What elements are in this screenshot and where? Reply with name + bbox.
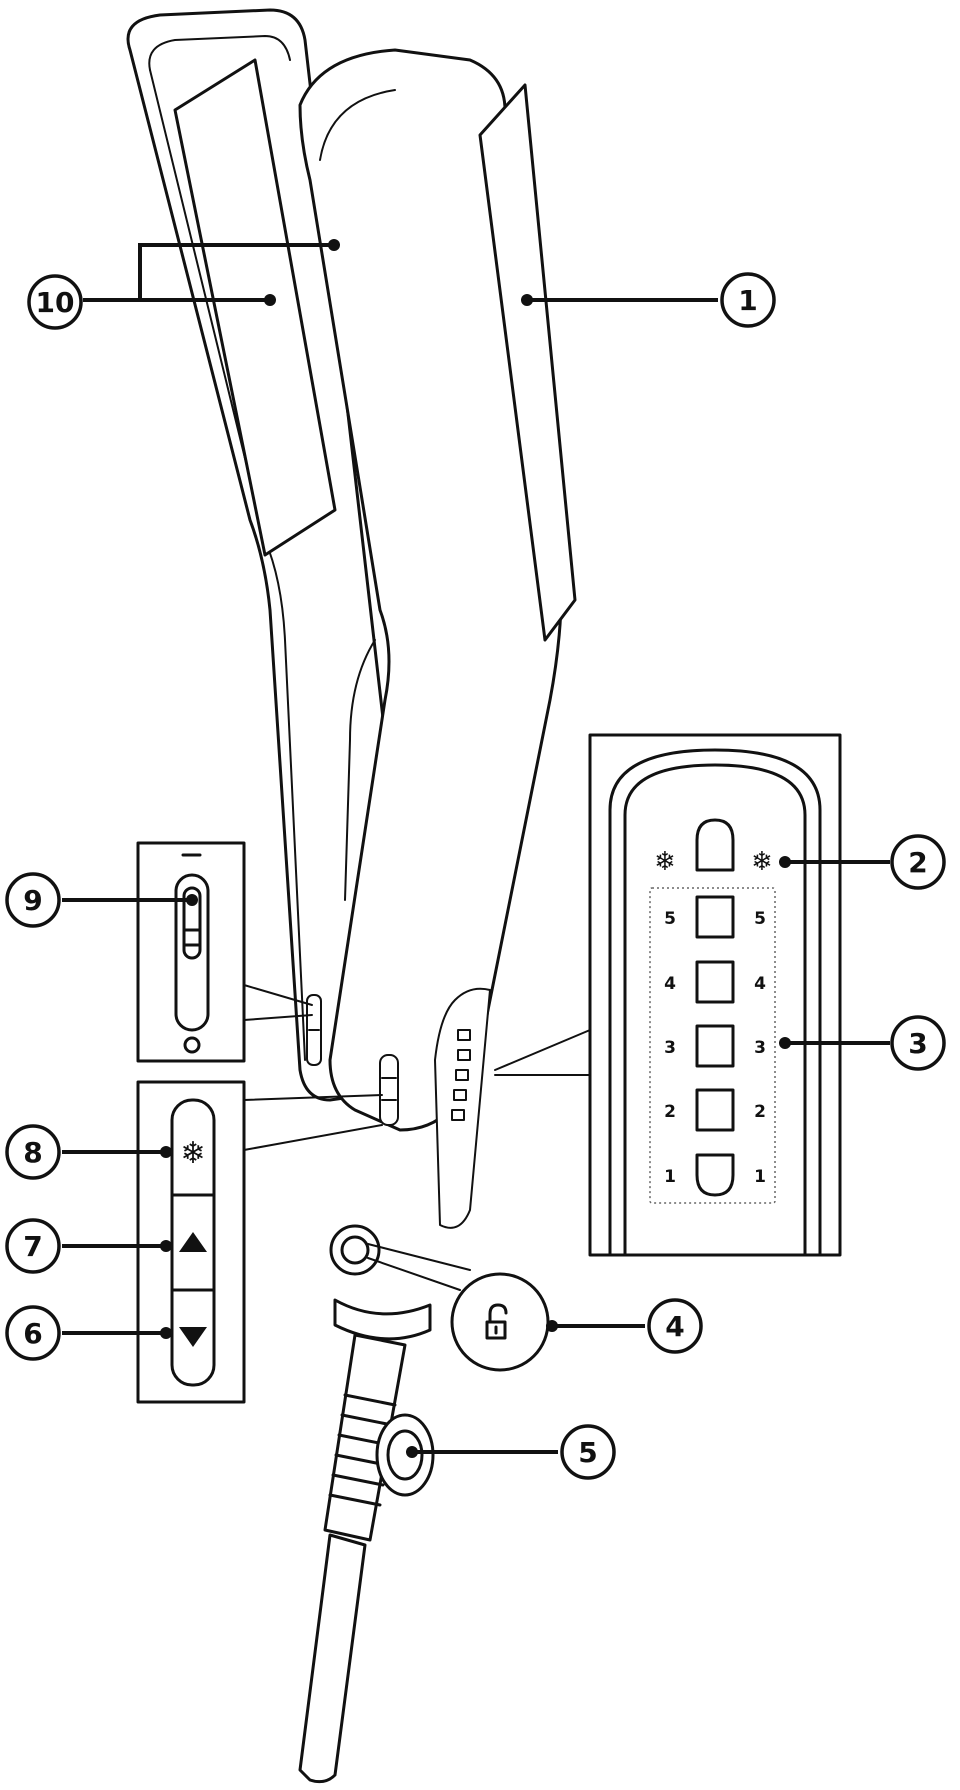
- lock-magnifier: [367, 1243, 550, 1372]
- callout-label-5: 5: [578, 1436, 597, 1469]
- callout-badge-7: 7: [5, 1218, 61, 1274]
- front-heating-plate: [478, 83, 577, 642]
- back-heating-plate: [173, 58, 337, 557]
- display-inset: ❄ ❄ 5 4 3 2 1 5 4 3 2 1: [494, 733, 842, 1257]
- level-label-left-3: 3: [664, 1038, 676, 1058]
- triangle-up-icon: [179, 1232, 207, 1252]
- body-display-window: [434, 987, 491, 1229]
- callout-leaders: [62, 239, 890, 1458]
- callout-badge-6: 6: [5, 1305, 61, 1361]
- cool-indicator-segment: [695, 818, 735, 872]
- level-label-left-2: 2: [664, 1102, 676, 1122]
- snowflake-icon-left: ❄: [654, 847, 676, 877]
- level-segment-5: [695, 895, 735, 939]
- cord-strain-relief: [323, 1333, 407, 1542]
- pivot-collar: [333, 1298, 432, 1341]
- level-segment-1: [695, 1153, 735, 1197]
- snowflake-icon-right: ❄: [751, 847, 773, 877]
- level-segment-4: [695, 960, 735, 1004]
- level-label-left-1: 1: [664, 1167, 676, 1187]
- callout-badge-2: 2: [890, 834, 946, 890]
- level-label-right-4: 4: [754, 974, 766, 994]
- level-label-right-1: 1: [754, 1167, 766, 1187]
- cool-button-snowflake-icon: ❄: [180, 1136, 205, 1171]
- level-label-left-5: 5: [664, 909, 676, 929]
- swivel-cord-knob: [375, 1413, 435, 1497]
- callout-label-8: 8: [23, 1136, 42, 1169]
- body-power-switch: [306, 994, 322, 1066]
- lock-button: [329, 1224, 381, 1276]
- body-control-buttons: [379, 1054, 399, 1126]
- callout-badge-1: 1: [720, 272, 776, 328]
- callout-badge-10: 10: [27, 274, 83, 330]
- callout-badge-8: 8: [5, 1124, 61, 1180]
- unlock-icon: [485, 1303, 508, 1340]
- level-segment-3: [695, 1024, 735, 1068]
- level-label-right-5: 5: [754, 909, 766, 929]
- switch-inset: [136, 841, 313, 1063]
- level-label-left-4: 4: [664, 974, 676, 994]
- callout-badge-9: 9: [5, 872, 61, 928]
- callout-label-9: 9: [23, 884, 42, 917]
- callout-label-4: 4: [665, 1310, 684, 1343]
- callout-label-7: 7: [23, 1230, 42, 1263]
- level-segment-2: [695, 1088, 735, 1132]
- off-mark-circle: [183, 1036, 201, 1054]
- triangle-down-icon: [179, 1327, 207, 1347]
- callout-label-10: 10: [36, 286, 75, 319]
- callout-badge-5: 5: [560, 1424, 616, 1480]
- callout-badge-3: 3: [890, 1015, 946, 1071]
- power-cord: [298, 1533, 367, 1784]
- level-label-right-3: 3: [754, 1038, 766, 1058]
- front-arm: [298, 48, 563, 1132]
- callout-label-2: 2: [908, 846, 927, 879]
- callout-label-1: 1: [738, 284, 757, 317]
- callout-label-6: 6: [23, 1317, 42, 1350]
- callout-label-3: 3: [908, 1027, 927, 1060]
- level-label-right-2: 2: [754, 1102, 766, 1122]
- button-inset: ❄: [136, 1080, 383, 1404]
- callout-badge-4: 4: [647, 1298, 703, 1354]
